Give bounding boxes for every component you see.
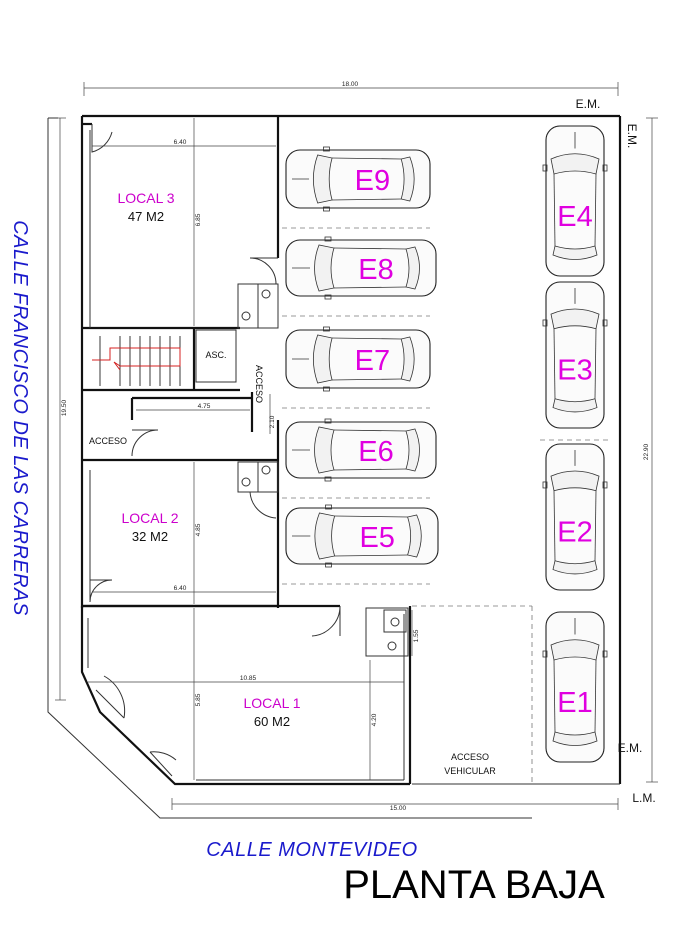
- parking-dividers: [282, 227, 612, 585]
- dimension-right: 22.90: [643, 117, 658, 783]
- car-icon: [285, 236, 437, 300]
- svg-text:10.85: 10.85: [240, 675, 257, 682]
- car-icon: [285, 418, 437, 482]
- building-walls: [80, 114, 622, 786]
- parking-spot-e3: E3: [542, 281, 608, 429]
- street-front-label: CALLE MONTEVIDEO: [206, 839, 417, 861]
- svg-text:6.40: 6.40: [174, 585, 187, 592]
- svg-text:6.40: 6.40: [174, 139, 187, 146]
- lm-marker: L.M.: [632, 791, 655, 805]
- dimension-left: 19.50: [55, 117, 68, 701]
- parking-spot-e7: E7: [285, 326, 431, 392]
- staircase: [92, 336, 181, 386]
- vehicle-access-label-2: VEHICULAR: [444, 766, 496, 776]
- parking-spot-label: E9: [355, 165, 390, 197]
- vehicle-access-label-1: ACCESO: [451, 752, 489, 762]
- street-side-label: CALLE FRANCISCO DE LAS CARRERAS: [9, 220, 31, 616]
- parking-spot-label: E8: [358, 254, 393, 286]
- dimension-top: 18.00: [83, 81, 619, 96]
- car-icon: [285, 326, 431, 392]
- car-icon: [285, 146, 431, 212]
- svg-text:22.90: 22.90: [643, 443, 650, 460]
- car-icon: [285, 504, 439, 568]
- svg-text:18.00: 18.00: [342, 81, 359, 88]
- svg-text:4.75: 4.75: [198, 403, 211, 410]
- car-icon: [542, 281, 608, 429]
- parking-spot-e9: E9: [285, 146, 431, 212]
- elevator-label: ASC.: [205, 350, 226, 360]
- em-marker-right-bottom: E.M.: [618, 741, 643, 755]
- access-vertical-label: ACCESO: [254, 365, 264, 403]
- car-icon: [542, 443, 608, 591]
- parking-spot-label: E2: [557, 517, 592, 549]
- em-marker-top: E.M.: [576, 97, 601, 111]
- parking-spot-e4: E4: [542, 125, 608, 277]
- parking-spot-e6: E6: [285, 418, 437, 482]
- car-icon: [542, 611, 608, 763]
- local-2-area: 32 M2: [132, 529, 168, 544]
- local-3-name: LOCAL 3: [117, 190, 174, 206]
- parking-spot-label: E6: [358, 436, 393, 468]
- parking-spot-e8: E8: [285, 236, 437, 300]
- svg-text:19.50: 19.50: [61, 399, 68, 416]
- dimension-bottom: 15.00: [171, 798, 619, 812]
- access-label: ACCESO: [89, 436, 127, 446]
- parking-spot-label: E1: [557, 687, 592, 719]
- parking-spot-e2: E2: [542, 443, 608, 591]
- parking-spot-label: E4: [557, 201, 592, 233]
- svg-text:15.00: 15.00: [390, 805, 407, 812]
- em-marker-right-top: E.M.: [625, 124, 639, 149]
- parking-spot-label: E7: [355, 345, 390, 377]
- svg-text:6.85: 6.85: [195, 213, 202, 226]
- parking-spot-e5: E5: [285, 504, 439, 568]
- parking-spot-e1: E1: [542, 611, 608, 763]
- svg-text:1.55: 1.55: [413, 629, 420, 642]
- page-title: PLANTA BAJA: [343, 863, 605, 907]
- svg-text:4.85: 4.85: [195, 523, 202, 536]
- local-3-area: 47 M2: [128, 209, 164, 224]
- interior-dimensions: 6.40 6.85 4.75 2.10 4.85 6.40 10.85 5.85…: [88, 118, 420, 780]
- doors: [89, 124, 341, 777]
- local-1-area: 60 M2: [254, 714, 290, 729]
- svg-text:5.85: 5.85: [195, 693, 202, 706]
- local-2-name: LOCAL 2: [121, 510, 178, 526]
- property-boundary: [47, 117, 532, 819]
- car-icon: [542, 125, 608, 277]
- sanitary-fixtures: [241, 289, 400, 651]
- parking-spot-label: E3: [557, 355, 592, 387]
- svg-text:2.10: 2.10: [269, 415, 276, 428]
- parking-spot-label: E5: [359, 522, 394, 554]
- local-1-name: LOCAL 1: [243, 695, 300, 711]
- svg-text:4.20: 4.20: [371, 713, 378, 726]
